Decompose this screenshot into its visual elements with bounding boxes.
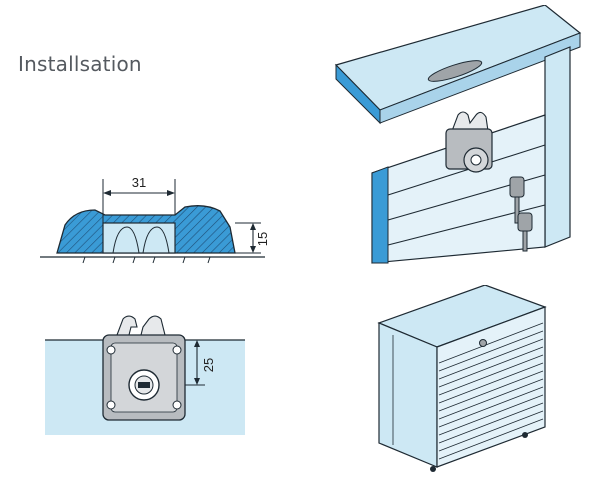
installed-lock-perspective-icon <box>334 5 582 264</box>
lock-plate-front-icon: 25 <box>45 315 245 435</box>
roller-shutter-cabinet-icon <box>377 285 547 472</box>
lock-offset-label: 25 <box>201 358 216 372</box>
page-title: Installsation <box>18 52 142 76</box>
routing-cross-section-icon: 31 15 <box>40 175 270 264</box>
cutout-depth-label: 15 <box>255 232 270 246</box>
cutout-width-label: 31 <box>132 175 146 190</box>
